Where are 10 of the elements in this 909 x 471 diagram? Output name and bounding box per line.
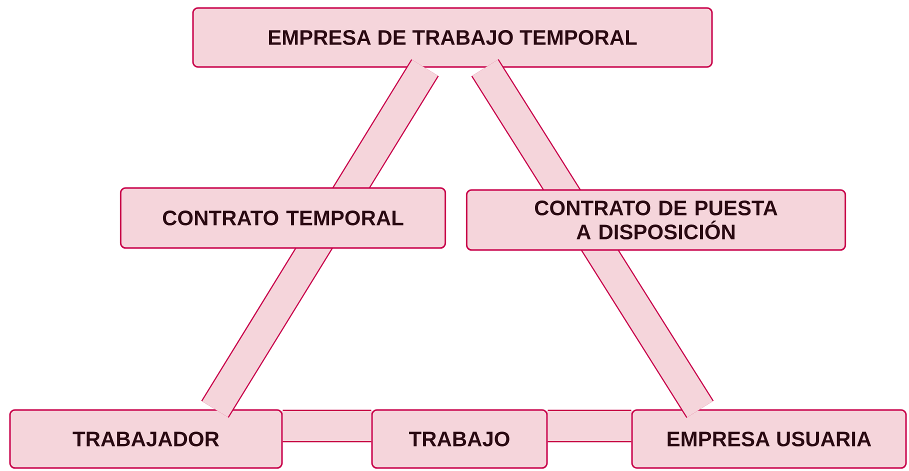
band-connector — [548, 410, 632, 442]
band-connector — [282, 410, 372, 442]
edge-label: CONTRATO TEMPORAL — [120, 187, 446, 249]
label-box: EMPRESA DE TRABAJO TEMPORAL — [192, 7, 713, 68]
label-box: EMPRESA USUARIA — [631, 409, 907, 469]
label-box: TRABAJO — [371, 409, 548, 469]
band-connector — [471, 59, 714, 418]
band-connector — [201, 59, 439, 418]
edge-label: CONTRATO DE PUESTA A DISPOSICIÓN — [466, 189, 846, 251]
label-box: TRABAJADOR — [9, 409, 283, 469]
